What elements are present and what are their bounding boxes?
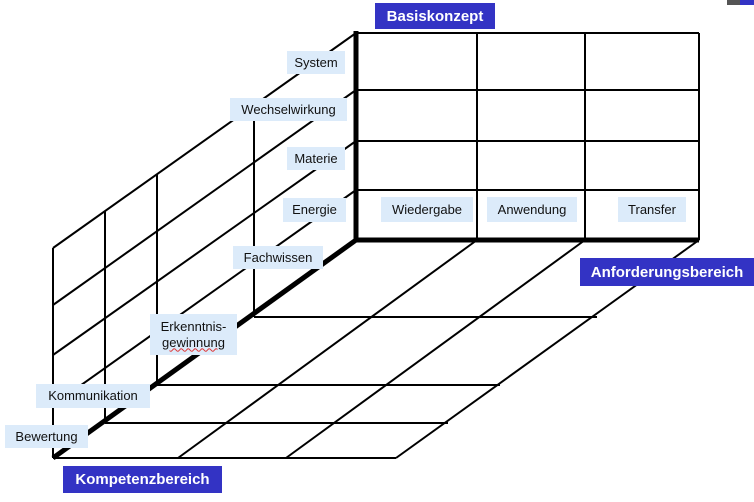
corner-mark	[727, 0, 740, 5]
label-kommunikation: Kommunikation	[36, 384, 150, 408]
label-fachwissen: Fachwissen	[233, 246, 323, 269]
axis-tag-anforderungsbereich: Anforderungsbereich	[580, 258, 754, 286]
label-system: System	[287, 51, 345, 74]
label-erkenntnis-line2: gewinnung	[162, 334, 225, 350]
label-wiedergabe: Wiedergabe	[381, 197, 473, 222]
label-erkenntnis-line1: Erkenntnis-	[160, 318, 227, 334]
corner-mark-blue	[740, 0, 754, 5]
axis-tag-basiskonzept: Basiskonzept	[375, 3, 495, 29]
label-erkenntnisgewinnung: Erkenntnis- gewinnung	[150, 314, 237, 355]
label-transfer: Transfer	[618, 197, 686, 222]
axis-tag-kompetenzbereich: Kompetenzbereich	[63, 466, 222, 493]
label-energie: Energie	[283, 198, 346, 222]
label-bewertung: Bewertung	[5, 425, 88, 448]
label-anwendung: Anwendung	[487, 197, 577, 222]
label-wechselwirkung: Wechselwirkung	[230, 98, 347, 121]
label-materie: Materie	[287, 147, 345, 170]
